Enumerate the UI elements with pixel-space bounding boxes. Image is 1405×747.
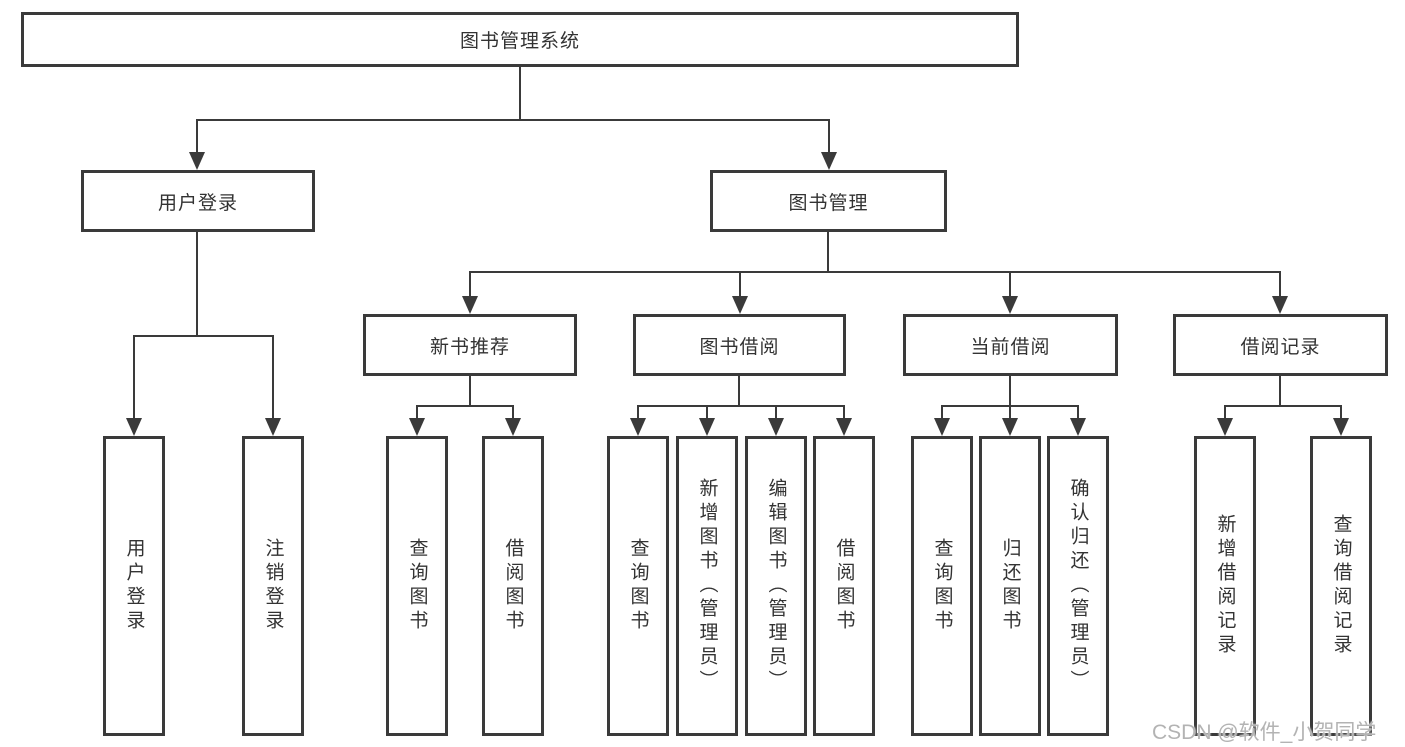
arrow-down-icon (1333, 418, 1349, 436)
node-book-management: 图书管理 (710, 170, 947, 232)
connector-line (1009, 405, 1011, 421)
node-add-borrow-record: 新增借阅记录 (1194, 436, 1256, 736)
connector-line (1077, 405, 1079, 421)
node-query-books-2: 查询图书 (607, 436, 669, 736)
node-label: 当前借阅 (970, 336, 1051, 358)
connector-line (739, 271, 741, 299)
node-current-borrowing: 当前借阅 (903, 314, 1118, 376)
connector-line (196, 232, 198, 337)
connector-line (1340, 405, 1342, 421)
node-label: 借阅图书 (833, 538, 855, 634)
connector-line (469, 271, 471, 299)
node-return-books: 归还图书 (979, 436, 1041, 736)
connector-line (133, 335, 135, 421)
connector-line (519, 67, 521, 121)
arrow-down-icon (409, 418, 425, 436)
connector-line (775, 405, 777, 421)
node-new-book-recommend: 新书推荐 (363, 314, 577, 376)
connector-line (738, 376, 740, 407)
node-user-login: 用户登录 (81, 170, 315, 232)
connector-line (272, 335, 274, 421)
connector-line (469, 271, 1281, 273)
node-query-books-3: 查询图书 (911, 436, 973, 736)
node-borrow-books-1: 借阅图书 (482, 436, 544, 736)
connector-line (196, 119, 830, 121)
node-label: 归还图书 (999, 538, 1021, 634)
node-label: 借阅记录 (1240, 336, 1321, 358)
node-library-management-system: 图书管理系统 (21, 12, 1019, 67)
node-label: 确认归还（管理员） (1067, 478, 1089, 694)
connector-line (1009, 271, 1011, 299)
node-label: 图书管理 (788, 192, 869, 214)
node-query-borrow-record: 查询借阅记录 (1310, 436, 1372, 736)
node-label: 新增图书（管理员） (696, 478, 718, 694)
node-confirm-return-admin: 确认归还（管理员） (1047, 436, 1109, 736)
csdn-watermark: CSDN @软件_小贺同学 (1152, 721, 1377, 744)
arrow-down-icon (821, 152, 837, 170)
arrow-down-icon (189, 152, 205, 170)
connector-line (416, 405, 418, 421)
node-edit-books-admin: 编辑图书（管理员） (745, 436, 807, 736)
arrow-down-icon (732, 296, 748, 314)
node-label: 查询图书 (627, 538, 649, 634)
connector-line (637, 405, 639, 421)
arrow-down-icon (934, 418, 950, 436)
connector-line (196, 119, 198, 157)
connector-line (1224, 405, 1226, 421)
node-label: 编辑图书（管理员） (765, 478, 787, 694)
node-label: 新增借阅记录 (1214, 514, 1236, 658)
connector-line (469, 376, 471, 407)
node-user-login-action: 用户登录 (103, 436, 165, 736)
node-query-books-1: 查询图书 (386, 436, 448, 736)
connector-line (706, 405, 708, 421)
node-book-borrowing: 图书借阅 (633, 314, 846, 376)
arrow-down-icon (1070, 418, 1086, 436)
arrow-down-icon (505, 418, 521, 436)
connector-line (1009, 376, 1011, 407)
node-borrow-books-2: 借阅图书 (813, 436, 875, 736)
connector-line (828, 119, 830, 157)
node-add-books-admin: 新增图书（管理员） (676, 436, 738, 736)
node-label: 图书借阅 (699, 336, 780, 358)
connector-line (1224, 405, 1342, 407)
node-label: 查询借阅记录 (1330, 514, 1352, 658)
connector-line (637, 405, 845, 407)
node-label: 注销登录 (262, 538, 284, 634)
node-borrowing-records: 借阅记录 (1173, 314, 1388, 376)
arrow-down-icon (768, 418, 784, 436)
node-label: 借阅图书 (502, 538, 524, 634)
connector-line (941, 405, 943, 421)
connector-line (1279, 376, 1281, 407)
connector-line (1279, 271, 1281, 299)
node-logout-action: 注销登录 (242, 436, 304, 736)
node-label: 用户登录 (157, 192, 238, 214)
node-label: 图书管理系统 (459, 31, 580, 52)
arrow-down-icon (1002, 296, 1018, 314)
arrow-down-icon (1272, 296, 1288, 314)
connector-line (827, 232, 829, 273)
connector-line (133, 335, 273, 337)
arrow-down-icon (126, 418, 142, 436)
arrow-down-icon (462, 296, 478, 314)
connector-line (843, 405, 845, 421)
arrow-down-icon (699, 418, 715, 436)
node-label: 查询图书 (406, 538, 428, 634)
arrow-down-icon (1002, 418, 1018, 436)
node-label: 用户登录 (123, 538, 145, 634)
arrow-down-icon (265, 418, 281, 436)
node-label: 查询图书 (931, 538, 953, 634)
node-label: 新书推荐 (429, 336, 510, 358)
arrow-down-icon (630, 418, 646, 436)
arrow-down-icon (1217, 418, 1233, 436)
arrow-down-icon (836, 418, 852, 436)
connector-line (512, 405, 514, 421)
connector-line (416, 405, 514, 407)
